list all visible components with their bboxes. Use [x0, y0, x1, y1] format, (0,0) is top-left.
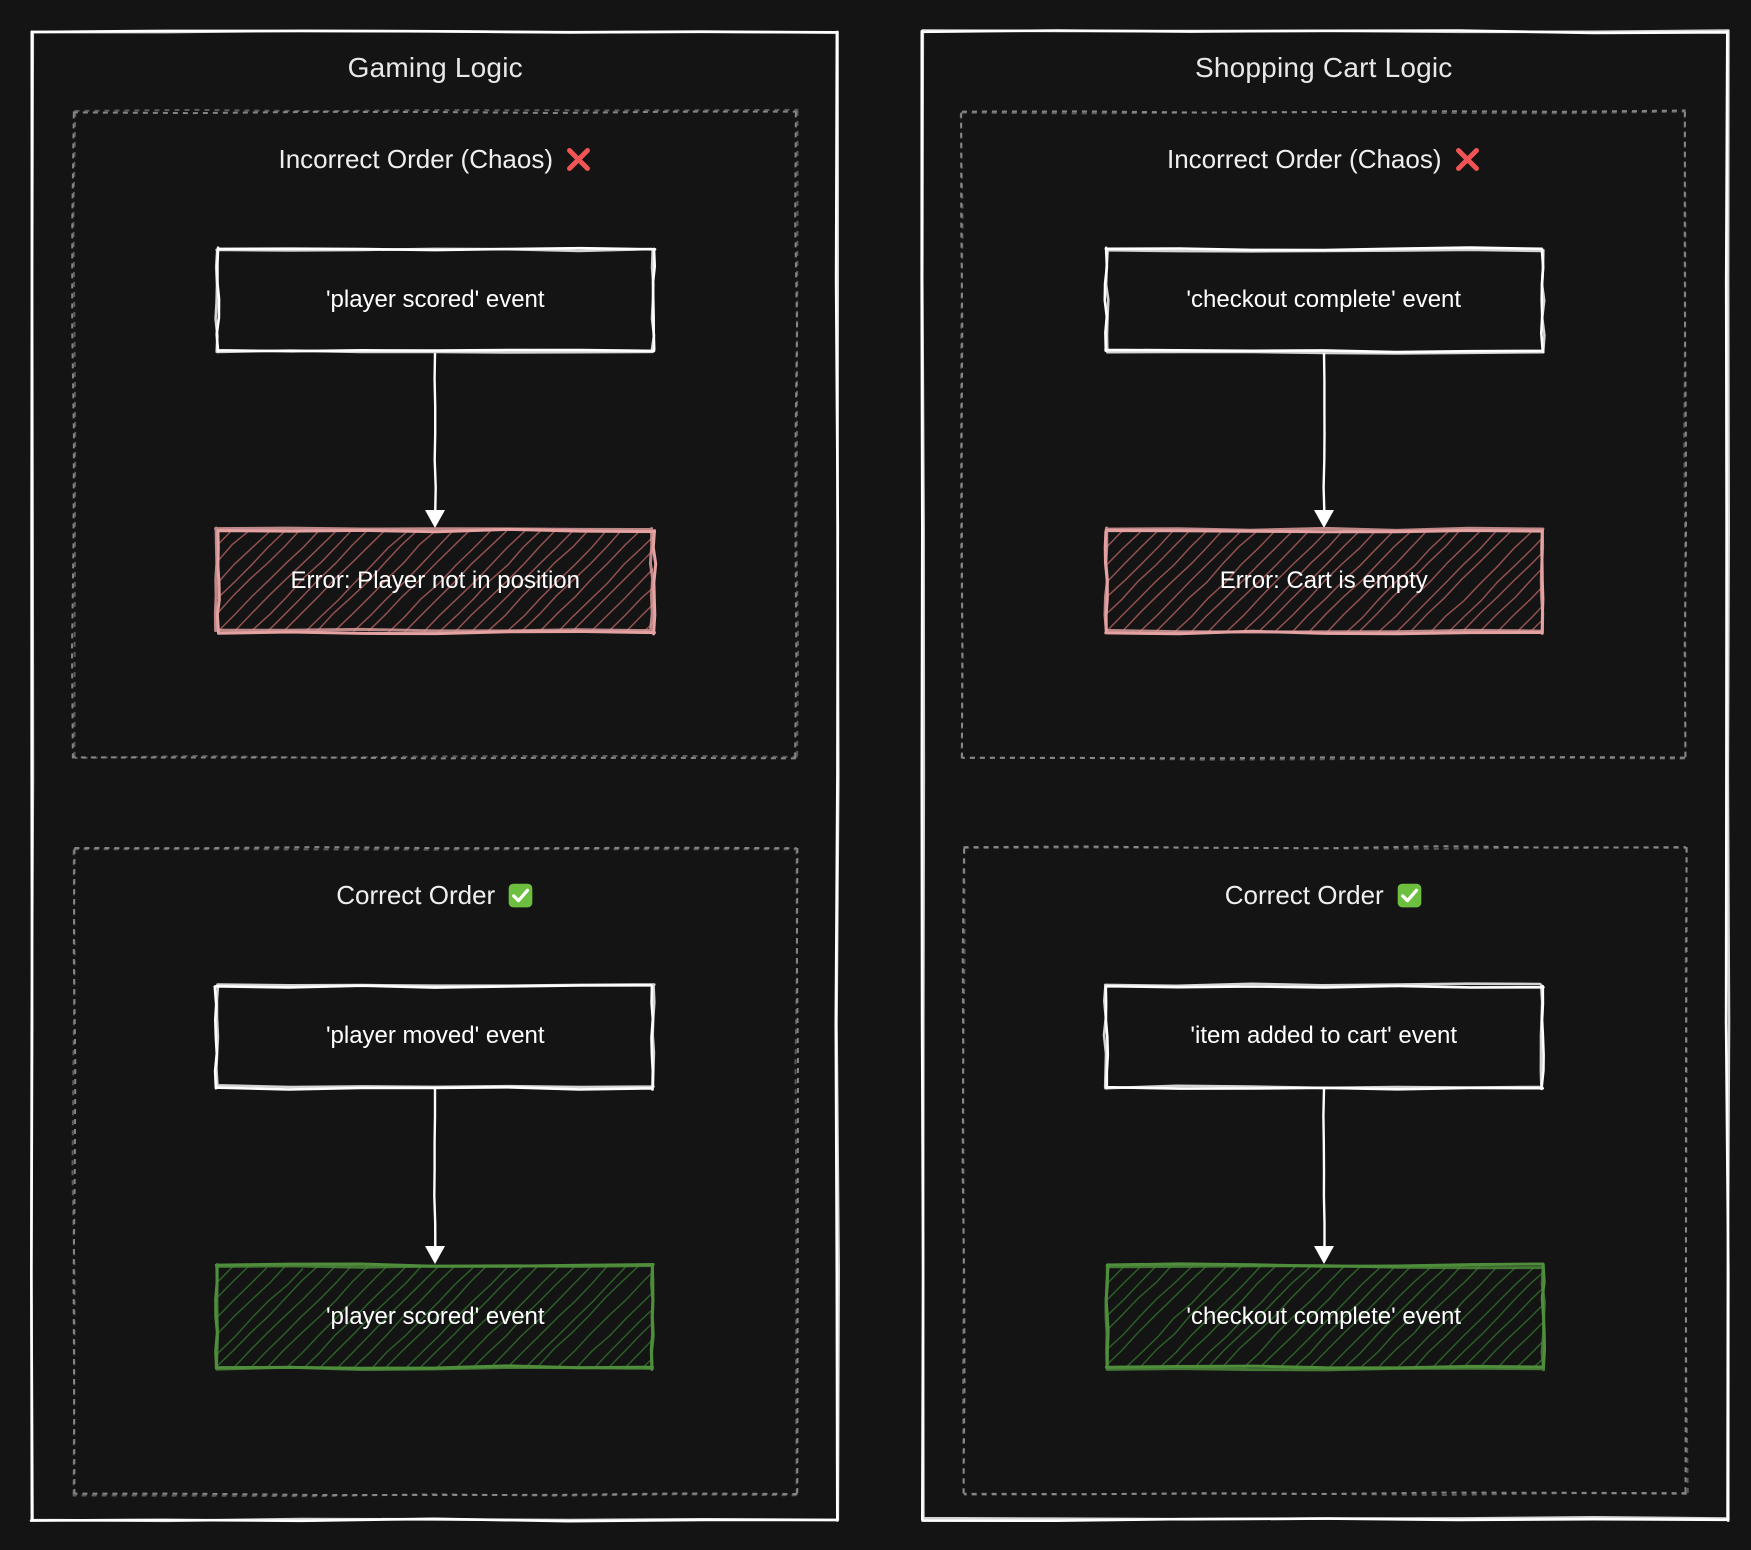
node-event-start[interactable]: 'player scored' event [214, 246, 657, 354]
node-label: 'item added to cart' event [1190, 1022, 1458, 1049]
node-event-start[interactable]: 'player moved' event [213, 983, 656, 1091]
node-error[interactable]: Error: Cart is empty [1103, 526, 1545, 636]
flow-correct: 'item added to cart' event 'checkout com… [961, 921, 1688, 1496]
node-label: 'player scored' event [325, 286, 545, 313]
subgraph-title-label: Correct Order [1224, 880, 1384, 910]
subgraph-title-label: Correct Order [336, 880, 496, 910]
node-success[interactable]: 'checkout complete' event [1104, 1262, 1546, 1372]
panel-gaming-logic: Gaming Logic Incorrect Order (Chaos) 'pl… [29, 28, 841, 1523]
cross-mark-icon [565, 146, 592, 173]
subgraph-incorrect-order: Incorrect Order (Chaos) 'checkout comple… [959, 109, 1688, 761]
panel-shopping-cart-logic: Shopping Cart Logic Incorrect Order (Cha… [919, 28, 1730, 1523]
flow-incorrect: 'player scored' event Error: Player not … [72, 185, 799, 760]
node-event-start[interactable]: 'item added to cart' event [1102, 982, 1545, 1091]
node-label: Error: Cart is empty [1219, 567, 1428, 594]
panel-title: Shopping Cart Logic [1194, 52, 1453, 83]
node-label: 'checkout complete' event [1186, 1303, 1462, 1330]
flow-incorrect: 'checkout complete' event Error: Cart is… [961, 185, 1688, 760]
panel-title: Gaming Logic [347, 52, 523, 83]
subgraph-title: Correct Order [336, 880, 534, 911]
node-success[interactable]: 'player scored' event [214, 1262, 656, 1372]
subgraph-title-label: Incorrect Order (Chaos) [1166, 144, 1442, 174]
subgraph-title-label: Incorrect Order (Chaos) [278, 144, 554, 174]
node-label: 'checkout complete' event [1186, 286, 1462, 313]
node-label: 'player scored' event [325, 1303, 545, 1330]
edge-arrow [1313, 1088, 1334, 1264]
edge-arrow [1313, 352, 1334, 528]
cross-mark-icon [1454, 146, 1481, 173]
subgraph-title: Incorrect Order (Chaos) [1167, 144, 1481, 175]
node-error[interactable]: Error: Player not in position [214, 526, 658, 636]
subgraph-title: Incorrect Order (Chaos) [278, 144, 592, 175]
subgraph-incorrect-order: Incorrect Order (Chaos) 'player scored' … [70, 108, 800, 760]
node-event-start[interactable]: 'checkout complete' event [1103, 246, 1546, 355]
edge-arrow [425, 352, 446, 528]
check-mark-button-icon [1396, 882, 1423, 909]
node-label: Error: Player not in position [290, 567, 580, 594]
subgraph-correct-order: Correct Order 'player moved' event 'play… [71, 846, 800, 1498]
flow-correct: 'player moved' event 'player scored' eve… [72, 921, 799, 1496]
subgraph-correct-order: Correct Order 'item added to cart' event… [961, 845, 1689, 1497]
node-label: 'player moved' event [325, 1022, 545, 1049]
subgraph-title: Correct Order [1225, 880, 1423, 911]
edge-arrow [425, 1089, 446, 1264]
check-mark-button-icon [507, 882, 534, 909]
